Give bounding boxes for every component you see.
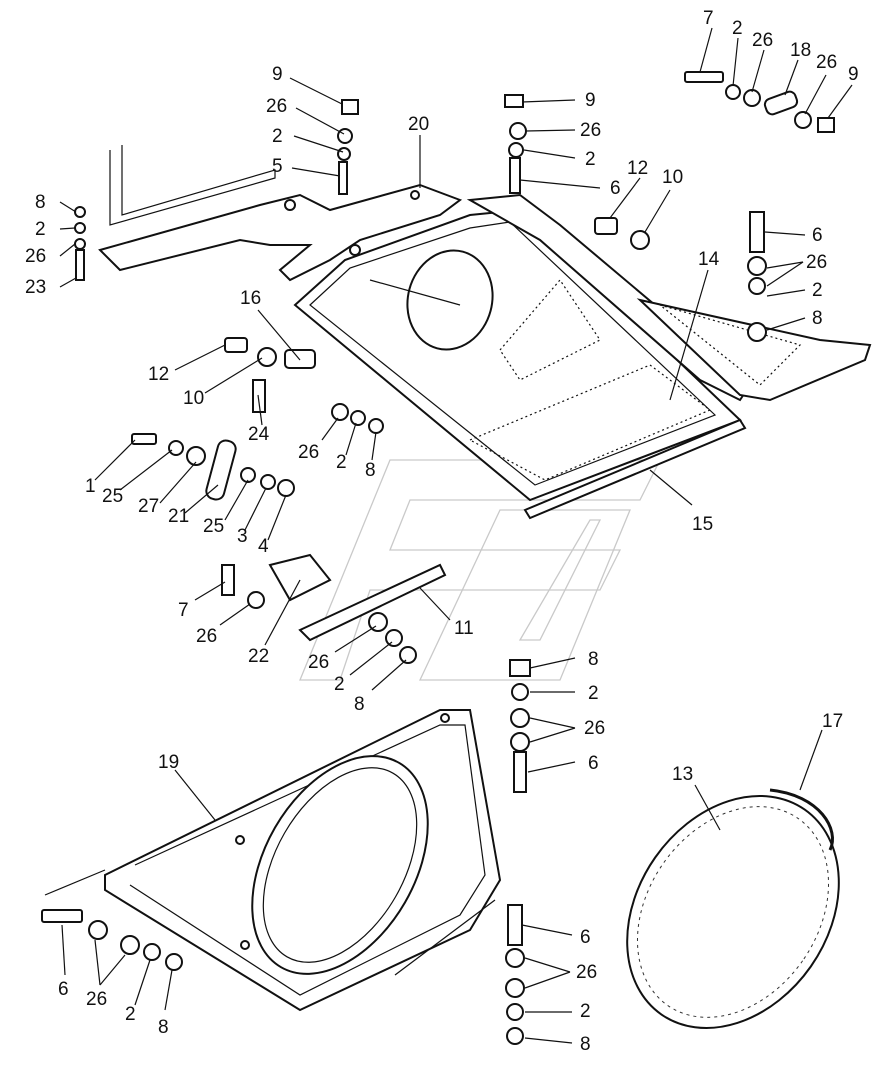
callout-6-bottom-right: 6 — [580, 927, 591, 948]
callout-6-center: 6 — [588, 753, 599, 774]
callout-16: 16 — [240, 288, 261, 309]
callout-2-upper-left: 2 — [272, 126, 283, 147]
callout-26-right: 26 — [806, 252, 827, 273]
callout-4: 4 — [258, 536, 269, 557]
callout-1: 1 — [85, 476, 96, 497]
callout-10-mid: 10 — [183, 388, 204, 409]
callout-26-top-right-b: 26 — [816, 52, 837, 73]
callout-8-right: 8 — [812, 308, 823, 329]
leader-lines — [44, 27, 853, 1044]
callout-7-mid: 7 — [178, 600, 189, 621]
callout-25-a: 25 — [102, 486, 123, 507]
callout-8-bottom-right: 8 — [580, 1034, 591, 1055]
callout-26-bottom-left: 26 — [86, 989, 107, 1010]
callout-26-lower-a: 26 — [196, 626, 217, 647]
callout-2-right: 2 — [812, 280, 823, 301]
callout-11: 11 — [454, 618, 474, 639]
callout-2-top-right: 2 — [732, 18, 743, 39]
callout-23: 23 — [25, 277, 46, 298]
callout-26-top-right: 26 — [752, 30, 773, 51]
callout-26-upper-left: 26 — [266, 96, 287, 117]
callout-3: 3 — [237, 526, 248, 547]
callout-2-mid: 2 — [336, 452, 347, 473]
callout-9-upper-left: 9 — [272, 64, 283, 85]
callout-24: 24 — [248, 424, 270, 445]
side-rail — [466, 193, 872, 402]
callout-5: 5 — [272, 156, 283, 177]
screen-13 — [626, 788, 840, 1029]
callout-19: 19 — [158, 752, 179, 773]
callout-6-bottom-left: 6 — [58, 979, 69, 1000]
callout-22: 22 — [248, 646, 269, 667]
callout-15: 15 — [692, 514, 713, 535]
bracket-20 — [98, 145, 463, 282]
callout-labels: 7 2 26 18 26 9 9 26 2 5 20 9 26 2 6 12 1… — [25, 8, 859, 1055]
callout-13: 13 — [672, 764, 693, 785]
callout-2-bottom-right: 2 — [580, 1001, 591, 1022]
callout-26-upper-mid: 26 — [580, 120, 601, 141]
callout-8-left: 8 — [35, 192, 46, 213]
callout-8-mid: 8 — [365, 460, 376, 481]
callout-2-upper-mid: 2 — [585, 149, 596, 170]
callout-10-upper: 10 — [662, 167, 683, 188]
callout-8-bottom-left: 8 — [158, 1017, 169, 1038]
callout-8-lower: 8 — [354, 694, 365, 715]
callout-7-top-right: 7 — [703, 8, 714, 29]
callout-2-center: 2 — [588, 683, 599, 704]
callout-6-upper-mid: 6 — [610, 178, 621, 199]
callout-6-right: 6 — [812, 225, 823, 246]
callout-18: 18 — [790, 40, 811, 61]
callout-9-upper-mid: 9 — [585, 90, 596, 111]
shroud-19 — [104, 709, 502, 1012]
callout-25-b: 25 — [203, 516, 224, 537]
callout-14: 14 — [698, 249, 720, 270]
callout-2-left: 2 — [35, 219, 46, 240]
callout-2-bottom-left: 2 — [125, 1004, 136, 1025]
callout-9-top-right: 9 — [848, 64, 859, 85]
callout-12-upper: 12 — [627, 158, 648, 179]
callout-26-mid: 26 — [298, 442, 319, 463]
callout-12-mid: 12 — [148, 364, 169, 385]
callout-2-lower: 2 — [334, 674, 345, 695]
callout-27: 27 — [138, 496, 159, 517]
callout-20: 20 — [408, 114, 429, 135]
callout-26-center: 26 — [584, 718, 605, 739]
grill-panel-14 — [293, 208, 747, 520]
callout-26-bottom-right: 26 — [576, 962, 597, 983]
fasteners — [41, 71, 835, 1045]
callout-26-left: 26 — [25, 246, 46, 267]
callout-17: 17 — [822, 711, 843, 732]
callout-26-lower-b: 26 — [308, 652, 329, 673]
callout-8-center: 8 — [588, 649, 599, 670]
callout-21: 21 — [168, 506, 189, 527]
watermark-logo — [299, 459, 662, 681]
